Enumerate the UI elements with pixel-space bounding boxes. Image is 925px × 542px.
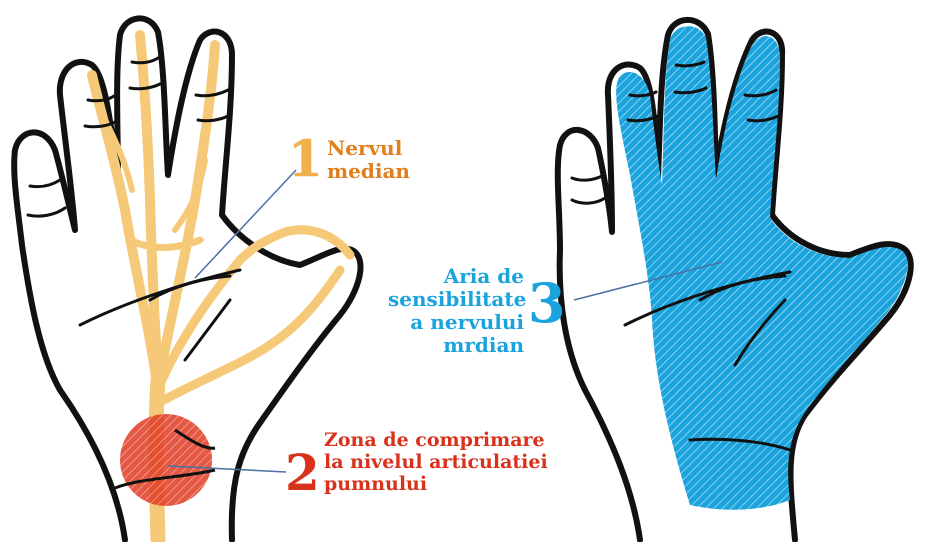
label-3-text: Aria de sensibilitate a nervului mrdian [388, 266, 524, 355]
label-2-number: 2 [285, 448, 320, 498]
label-2-line: Zona de comprimare [324, 431, 548, 450]
label-3-number: 3 [528, 276, 566, 330]
label-1-text: Nervul median [327, 138, 410, 181]
label-1-line: Nervul [327, 138, 410, 158]
label-2-text: Zona de comprimare la nivelul articulati… [324, 431, 548, 494]
label-1-line: median [327, 161, 410, 181]
right-hand [558, 20, 911, 540]
label-2-line: pumnului [324, 475, 548, 494]
label-2-line: la nivelul articulatiei [324, 453, 548, 472]
label-3-line: sensibilitate [388, 289, 524, 309]
label-3-line: Aria de [388, 266, 524, 286]
label-3-line: mrdian [388, 335, 524, 355]
label-3-line: a nervului [388, 312, 524, 332]
label-1-number: 1 [288, 134, 323, 184]
compression-zone [120, 414, 212, 506]
